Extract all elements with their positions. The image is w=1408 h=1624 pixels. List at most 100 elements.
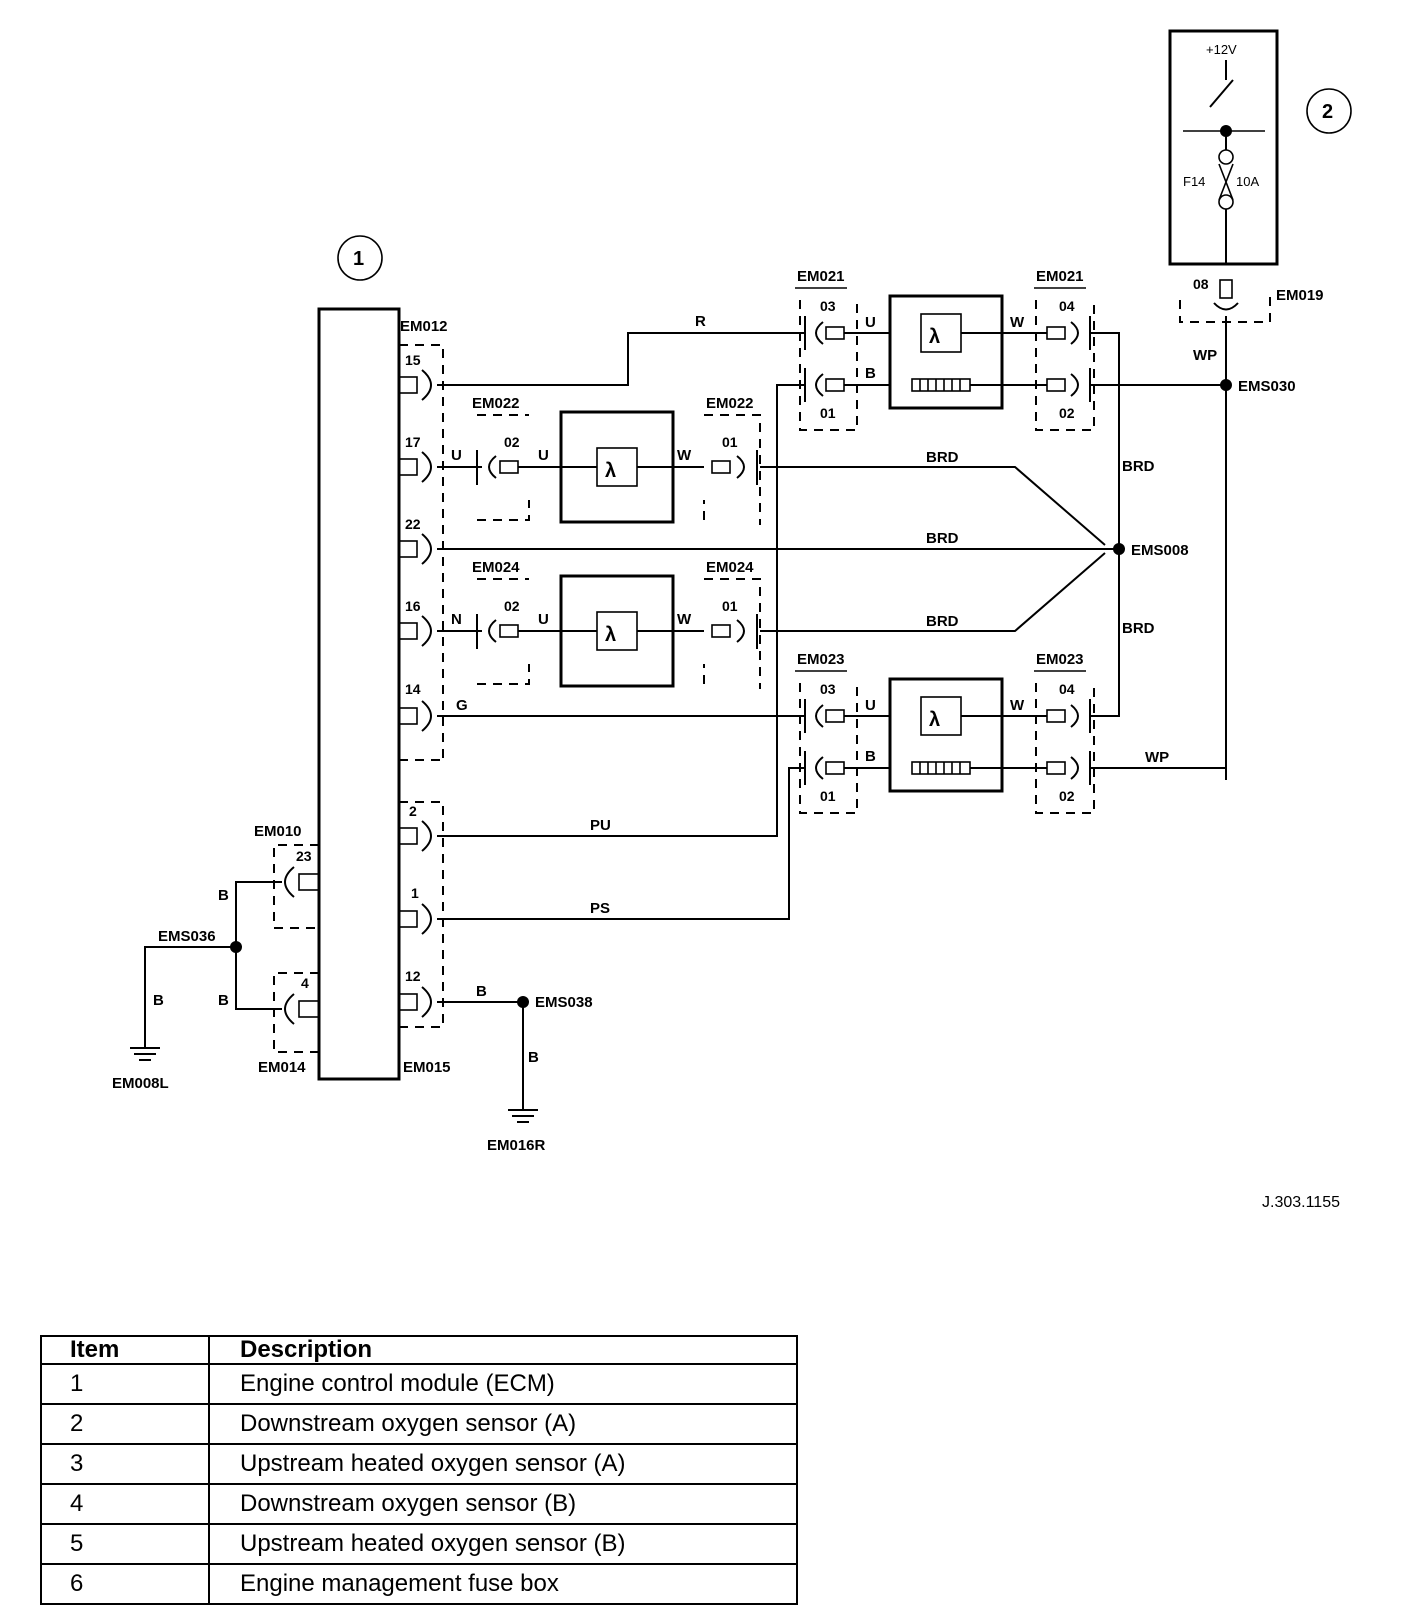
svg-text:N: N	[451, 611, 462, 628]
callout-2-label: 2	[1322, 101, 1333, 123]
svg-text:W: W	[1010, 697, 1025, 714]
legend-item: 1	[40, 1363, 210, 1405]
ecm-pin-4: 4	[284, 975, 320, 1025]
svg-text:λ: λ	[929, 709, 940, 731]
svg-text:U: U	[538, 447, 549, 464]
svg-text:B: B	[153, 992, 164, 1009]
ecm-pin-22: 22	[398, 516, 432, 565]
svg-text:W: W	[1010, 314, 1025, 331]
legend-item: 4	[40, 1483, 210, 1525]
svg-text:BRD: BRD	[926, 530, 959, 547]
ecm-pin-16: 16	[398, 598, 432, 647]
svg-text:EM024: EM024	[706, 559, 754, 576]
legend-description: Upstream heated oxygen sensor (B)	[208, 1523, 798, 1565]
ecm-pin-23: 23	[284, 848, 320, 898]
svg-text:17: 17	[405, 434, 421, 450]
sensor-em024: 02 EM024 U λ W 01 EM024 BRD	[472, 552, 1106, 689]
ecm-pins: 15 17 22 16 14 2 1 12 23 4	[284, 352, 432, 1025]
ecm-pin-15: 15	[398, 352, 432, 401]
svg-text:4: 4	[301, 975, 309, 991]
svg-text:01: 01	[722, 434, 738, 450]
svg-text:1: 1	[411, 885, 419, 901]
em008l-label: EM008L	[112, 1075, 169, 1092]
ecm-pin-1: 1	[398, 885, 432, 935]
svg-text:03: 03	[820, 681, 836, 697]
em016r-label: EM016R	[487, 1137, 546, 1154]
svg-text:04: 04	[1059, 681, 1075, 697]
svg-text:U: U	[451, 447, 462, 464]
svg-text:2: 2	[409, 803, 417, 819]
svg-text:BRD: BRD	[1122, 458, 1155, 475]
em019-label: EM019	[1276, 287, 1324, 304]
ems036-label: EMS036	[158, 928, 216, 945]
svg-text:04: 04	[1059, 298, 1075, 314]
legend-description: Downstream oxygen sensor (B)	[208, 1483, 798, 1525]
ecm-pin-14: 14	[398, 681, 432, 732]
fuse-box: +12V F14 10A	[1168, 29, 1279, 266]
svg-text:02: 02	[1059, 788, 1075, 804]
svg-text:W: W	[677, 447, 692, 464]
ecm-pin-12: 12	[398, 968, 432, 1018]
wiring-diagram: +12V F14 10A 2 08 EM019 WP EMS030 1 EM01…	[112, 29, 1352, 1154]
ecm-pin-17: 17	[398, 434, 432, 483]
svg-text:B: B	[528, 1049, 539, 1066]
connector-em019: 08 EM019	[1179, 276, 1324, 323]
legend-item: 3	[40, 1443, 210, 1485]
splice-ems038	[517, 996, 529, 1008]
em010-label: EM010	[254, 823, 302, 840]
svg-text:02: 02	[504, 434, 520, 450]
svg-text:EM024: EM024	[472, 559, 520, 576]
legend-header-item: Item	[40, 1335, 210, 1365]
supply-label: +12V	[1206, 42, 1237, 57]
svg-text:01: 01	[820, 405, 836, 421]
svg-text:B: B	[865, 748, 876, 765]
svg-text:U: U	[865, 697, 876, 714]
fuse-rating: 10A	[1236, 174, 1259, 189]
ecm-block	[317, 307, 401, 1081]
fusebox-pin: 08	[1193, 276, 1209, 292]
em014-label: EM014	[258, 1059, 306, 1076]
legend-header-row: Item Description	[40, 1335, 798, 1365]
svg-text:PS: PS	[590, 900, 610, 917]
ground-em016r	[508, 1109, 538, 1123]
svg-text:WP: WP	[1193, 347, 1217, 364]
callout-1-label: 1	[353, 248, 364, 270]
ground-em008l	[130, 1047, 160, 1061]
legend-description: Engine management fuse box	[208, 1563, 798, 1605]
svg-text:EM022: EM022	[472, 395, 520, 412]
svg-text:U: U	[538, 611, 549, 628]
drawing-reference: J.303.1155	[1262, 1194, 1340, 1211]
sensor-em021: EM021 03 01 U B λ W EM021 04 02	[795, 268, 1226, 717]
svg-text:12: 12	[405, 968, 421, 984]
ems008-label: EMS008	[1131, 542, 1189, 559]
svg-text:B: B	[865, 365, 876, 382]
svg-text:16: 16	[405, 598, 421, 614]
svg-text:U: U	[865, 314, 876, 331]
svg-text:15: 15	[405, 352, 421, 368]
svg-text:02: 02	[1059, 405, 1075, 421]
svg-text:EM022: EM022	[706, 395, 754, 412]
svg-text:01: 01	[820, 788, 836, 804]
sensor-em023: EM023 03 01 U B λ W EM023 04 02 WP	[795, 651, 1226, 814]
svg-text:B: B	[476, 983, 487, 1000]
splice-ems008	[1113, 543, 1125, 555]
legend-item: 2	[40, 1403, 210, 1445]
svg-text:EM023: EM023	[797, 651, 845, 668]
legend-header-description: Description	[208, 1335, 798, 1365]
svg-text:22: 22	[405, 516, 421, 532]
callout-2: 2	[1306, 88, 1352, 134]
legend-description: Engine control module (ECM)	[208, 1363, 798, 1405]
svg-text:λ: λ	[605, 460, 616, 482]
svg-text:14: 14	[405, 681, 421, 697]
em012-label: EM012	[400, 318, 448, 335]
svg-text:02: 02	[504, 598, 520, 614]
em015-label: EM015	[403, 1059, 451, 1076]
ecm-pin-2: 2	[398, 803, 432, 852]
svg-text:PU: PU	[590, 817, 611, 834]
